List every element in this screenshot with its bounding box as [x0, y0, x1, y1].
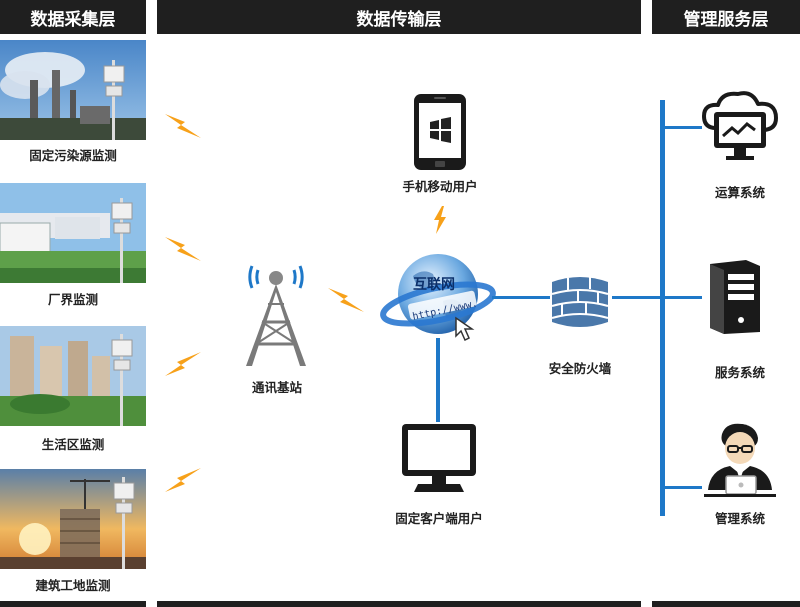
collection-label-boundary: 厂界监测 [47, 292, 98, 307]
cell-tower-icon [246, 265, 306, 366]
server-icon [710, 260, 760, 334]
mobile-user-label: 手机移动用户 [402, 179, 478, 194]
collection-layer-header: 数据采集层 [0, 0, 146, 34]
collection-label-residential: 生活区监测 [41, 437, 105, 452]
connection-line [436, 338, 440, 422]
collection-footer-bar [0, 601, 146, 607]
plant-boundary-photo-icon [0, 183, 146, 283]
service-system-label: 服务系统 [714, 365, 765, 380]
management-footer-bar [652, 601, 800, 607]
lightning-bolt-icon [165, 352, 201, 376]
internet-label: 互联网 [413, 277, 455, 293]
lightning-bolt-icon [328, 288, 364, 312]
lightning-bolt-icon [434, 206, 446, 234]
residential-photo-icon [0, 326, 146, 426]
connection-line [662, 486, 702, 489]
management-bus-line [660, 100, 665, 516]
admin-system-label: 管理系统 [714, 511, 765, 526]
lightning-bolt-icon [165, 114, 201, 138]
base-station-label: 通讯基站 [251, 380, 302, 395]
desktop-user-label: 固定客户端用户 [395, 511, 483, 526]
internet-globe-icon [380, 254, 496, 342]
connection-line [492, 296, 550, 299]
desktop-monitor-icon [402, 424, 476, 492]
transmission-footer-bar [157, 601, 641, 607]
admin-person-laptop-icon [704, 423, 776, 497]
lightning-bolt-icon [165, 237, 201, 261]
connection-line [612, 296, 662, 299]
compute-system-label: 运算系统 [714, 185, 765, 200]
management-layer-header: 管理服务层 [652, 0, 800, 34]
lightning-bolt-icon [165, 468, 201, 492]
smartphone-icon [414, 94, 466, 170]
collection-label-pollution: 固定污染源监测 [29, 148, 117, 163]
firewall-label: 安全防火墙 [548, 361, 612, 376]
connection-line [662, 296, 702, 299]
transmission-layer-header: 数据传输层 [157, 0, 641, 34]
construction-photo-icon [0, 469, 146, 569]
collection-label-construction: 建筑工地监测 [35, 578, 111, 593]
connection-line [662, 126, 702, 129]
firewall-icon [551, 277, 609, 327]
factory-photo-icon [0, 40, 146, 140]
cloud-computing-icon [702, 91, 778, 160]
